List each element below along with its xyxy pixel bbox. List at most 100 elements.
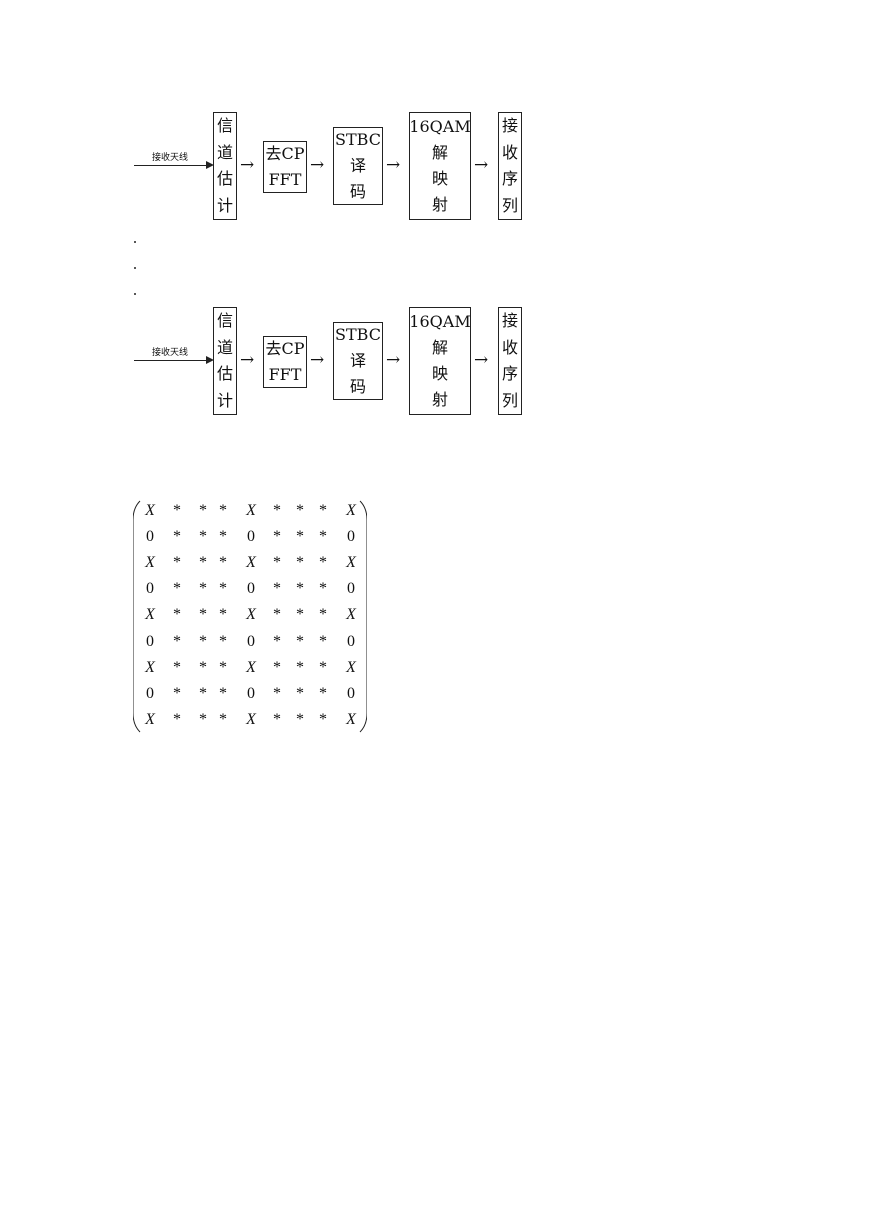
matrix-cell: * xyxy=(273,580,281,598)
matrix-cell: X xyxy=(346,554,356,572)
matrix-cell: * xyxy=(319,554,327,572)
antenna-arrowhead xyxy=(206,161,214,169)
matrix-cell: * xyxy=(173,554,181,572)
matrix-cell: X xyxy=(346,710,356,728)
matrix-cell: * xyxy=(296,580,304,598)
matrix-cell: X xyxy=(145,606,155,624)
antenna-label: 接收天线 xyxy=(152,348,189,358)
matrix-cell: * xyxy=(173,502,181,519)
matrix-cell: * xyxy=(199,580,207,598)
matrix-cell: * xyxy=(319,528,327,546)
matrix-cell: * xyxy=(273,528,281,546)
matrix-cell: 0 xyxy=(347,632,355,650)
matrix-cell: * xyxy=(173,632,181,650)
matrix-cell: * xyxy=(173,580,181,598)
matrix-cell: * xyxy=(296,658,304,676)
matrix-cell: * xyxy=(319,684,327,702)
matrix-cell: * xyxy=(199,528,207,546)
matrix-cell: * xyxy=(173,528,181,546)
matrix-cell: * xyxy=(173,684,181,702)
matrix-cell: * xyxy=(173,606,181,624)
flow-arrow: → xyxy=(386,155,401,175)
matrix-cell: 0 xyxy=(347,528,355,546)
matrix-cell: * xyxy=(273,684,281,702)
matrix-cell: * xyxy=(319,658,327,676)
matrix-cell: 0 xyxy=(146,684,154,702)
matrix-cell: * xyxy=(199,606,207,624)
matrix-cell: * xyxy=(273,632,281,650)
matrix-cell: * xyxy=(199,632,207,650)
matrix-cell: * xyxy=(219,580,227,598)
flow-arrow: → xyxy=(386,350,401,370)
matrix-cell: X xyxy=(246,606,256,624)
matrix-cell: * xyxy=(219,684,227,702)
matrix-cell: * xyxy=(219,606,227,624)
matrix-cell: 0 xyxy=(146,528,154,546)
stbc-decoding-block: STBC 译 码 xyxy=(333,127,383,205)
right-parenthesis xyxy=(359,500,367,733)
matrix-cell: * xyxy=(199,502,207,519)
matrix-cell: * xyxy=(199,710,207,728)
matrix-cell: X xyxy=(145,710,155,728)
matrix-cell: X xyxy=(346,606,356,624)
matrix-cell: 0 xyxy=(146,580,154,598)
matrix-cell: * xyxy=(199,684,207,702)
matrix-cell: * xyxy=(173,710,181,728)
stbc-decoding-block: STBC 译 码 xyxy=(333,322,383,400)
matrix-cell: * xyxy=(273,554,281,572)
matrix-cell: * xyxy=(319,606,327,624)
matrix-cell: * xyxy=(199,658,207,676)
flow-arrow: → xyxy=(310,155,325,175)
matrix-cell: * xyxy=(296,606,304,624)
matrix-cell: * xyxy=(219,502,227,519)
ellipsis-dot xyxy=(134,267,136,269)
matrix-cell: * xyxy=(296,554,304,572)
matrix-cell: 0 xyxy=(247,580,255,598)
matrix-cell: X xyxy=(246,658,256,676)
matrix-cell: * xyxy=(296,632,304,650)
flow-arrow: → xyxy=(474,155,489,175)
matrix-cell: * xyxy=(319,502,327,519)
left-parenthesis xyxy=(133,500,141,733)
matrix-cell: * xyxy=(273,710,281,728)
qam-demapping-block: 16QAM 解 映 射 xyxy=(409,307,471,415)
matrix-cell: * xyxy=(273,502,281,519)
flow-arrow: → xyxy=(240,350,255,370)
antenna-line xyxy=(134,360,206,361)
channel-estimation-block: 信 道 估 计 xyxy=(213,307,237,415)
receiver-chain-2: 接收天线 信 道 估 计 → 去CP FFT → STBC 译 码 → 16QA… xyxy=(0,307,869,417)
qam-demapping-block: 16QAM 解 映 射 xyxy=(409,112,471,220)
remove-cp-fft-block: 去CP FFT xyxy=(263,141,307,193)
flow-arrow: → xyxy=(310,350,325,370)
matrix-cell: 0 xyxy=(247,528,255,546)
matrix-cell: X xyxy=(246,710,256,728)
matrix-cell: 0 xyxy=(247,632,255,650)
matrix-cell: * xyxy=(219,658,227,676)
matrix-cell: X xyxy=(246,502,256,519)
matrix-cell: 0 xyxy=(146,632,154,650)
matrix-cell: X xyxy=(346,502,356,519)
matrix-cell: 0 xyxy=(247,684,255,702)
matrix-cell: * xyxy=(319,632,327,650)
matrix-cell: * xyxy=(219,554,227,572)
matrix-cell: * xyxy=(296,502,304,519)
ellipsis-dot xyxy=(134,241,136,243)
matrix-cell: 0 xyxy=(347,684,355,702)
channel-estimation-block: 信 道 估 计 xyxy=(213,112,237,220)
matrix-cell: X xyxy=(145,554,155,572)
matrix-cell: * xyxy=(173,658,181,676)
matrix-cell: X xyxy=(246,554,256,572)
remove-cp-fft-block: 去CP FFT xyxy=(263,336,307,388)
matrix-cell: * xyxy=(296,684,304,702)
ellipsis-dot xyxy=(134,293,136,295)
receiver-chain-1: 接收天线 信 道 估 计 → 去CP FFT → STBC 译 码 → 16QA… xyxy=(0,112,869,222)
matrix-cell: * xyxy=(219,528,227,546)
matrix-cell: X xyxy=(346,658,356,676)
matrix-cell: * xyxy=(219,710,227,728)
antenna-label: 接收天线 xyxy=(152,153,189,163)
antenna-arrowhead xyxy=(206,356,214,364)
flow-arrow: → xyxy=(240,155,255,175)
matrix-cell: * xyxy=(319,710,327,728)
matrix-cell: X xyxy=(145,658,155,676)
